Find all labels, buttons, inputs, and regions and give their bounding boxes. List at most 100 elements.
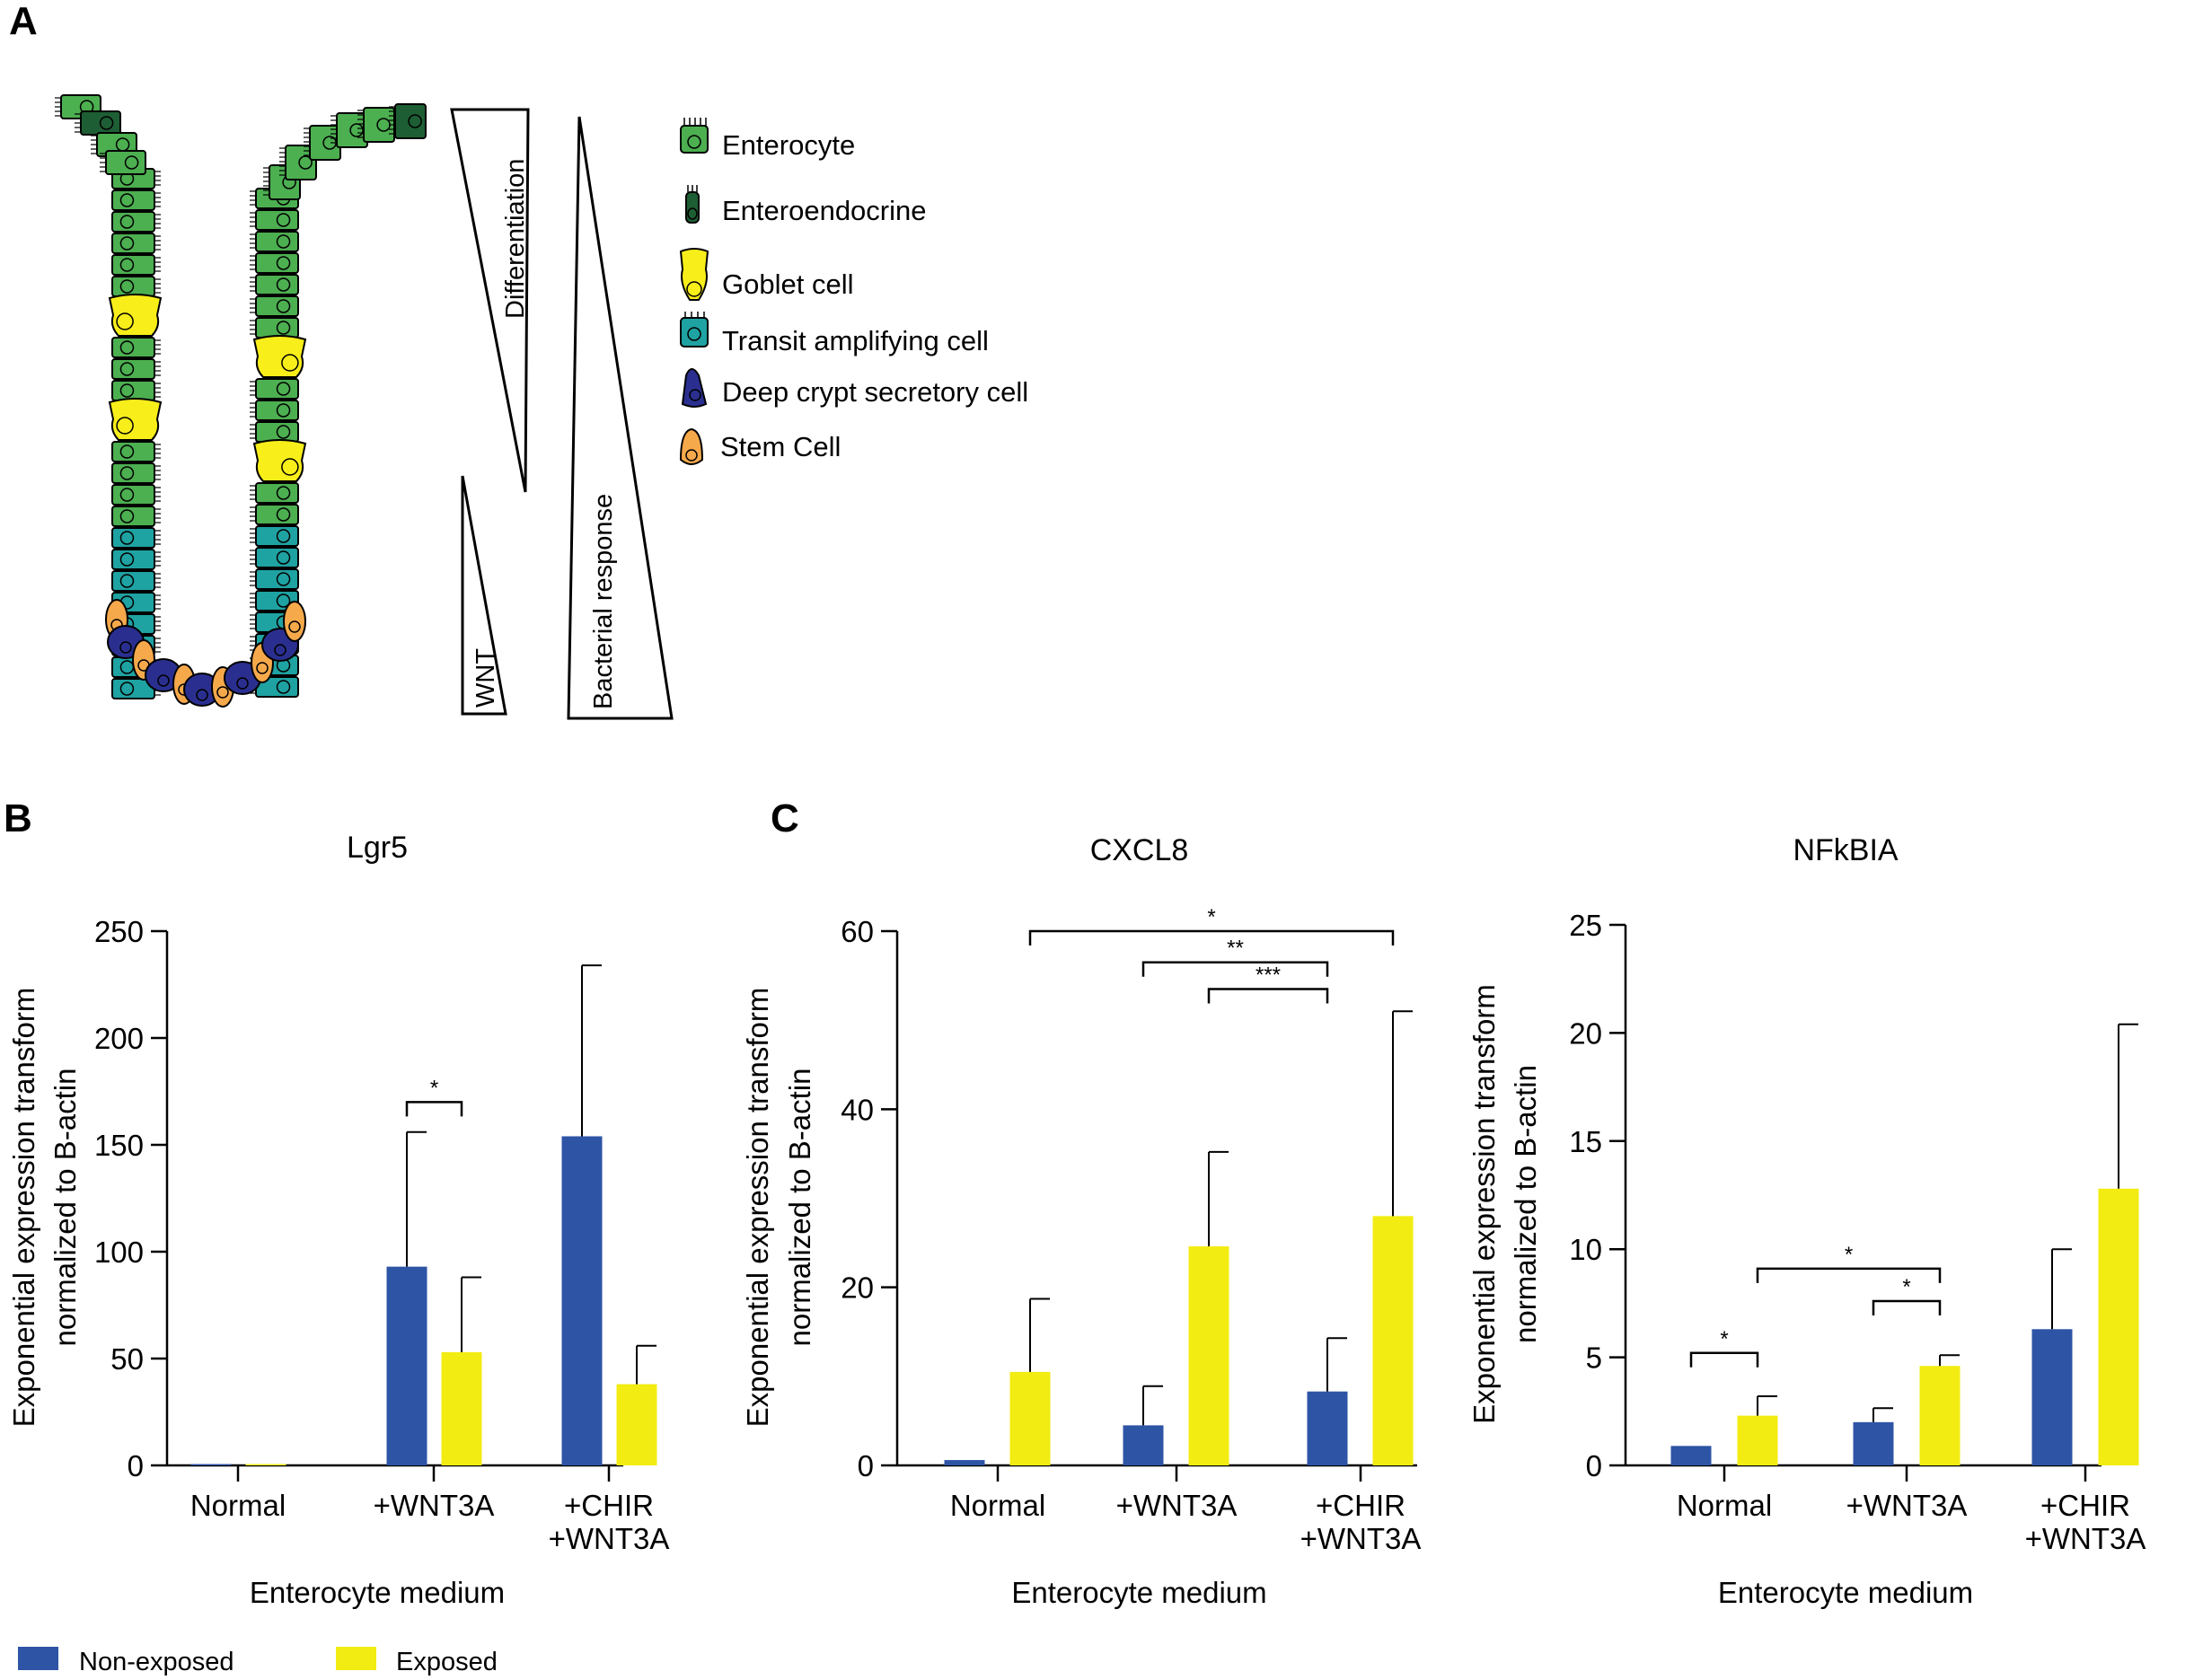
significance-bracket	[1689, 1351, 1759, 1368]
x-tick-label: +CHIR	[1316, 1489, 1405, 1522]
series-legend-item-exposed: Exposed	[336, 1647, 498, 1676]
y-tick-label: 15	[1569, 1125, 1602, 1158]
bar-non-exposed	[190, 1464, 232, 1465]
crypt-stem-cell	[283, 601, 306, 642]
crypt-goblet-cell-right	[252, 335, 307, 378]
y-tick-label: 250	[94, 915, 144, 948]
legend-item-stem-cell: Stem Cell	[679, 427, 841, 465]
series-legend-label-non-exposed: Non-exposed	[79, 1648, 234, 1676]
wnt-label: WNT	[471, 648, 500, 708]
crypt-cell-left	[111, 527, 161, 549]
goblet-cell-icon	[679, 248, 709, 301]
cell-type-legend: Enterocyte Enteroendocrine Goblet cell	[679, 118, 1028, 465]
bar-exposed	[1009, 1371, 1051, 1465]
crypt-cell-right	[250, 317, 299, 339]
crypt-deep-crypt-cell	[183, 673, 221, 707]
crypt-cell-left	[111, 462, 161, 484]
x-tick-label: +CHIR	[564, 1489, 654, 1522]
crypt-cell-right	[250, 252, 299, 274]
series-legend-label-exposed: Exposed	[396, 1648, 498, 1676]
bar-exposed	[441, 1351, 482, 1465]
x-tick-label: Normal	[190, 1489, 286, 1522]
significance-bracket	[1207, 988, 1329, 1004]
y-axis-label: normalized to B-actin	[48, 1069, 82, 1347]
y-tick-label: 20	[1569, 1016, 1602, 1050]
y-tick-label: 200	[94, 1022, 144, 1055]
y-tick-label: 40	[841, 1093, 874, 1126]
significance-bracket	[1141, 961, 1329, 977]
crypt-cell-right	[250, 400, 299, 421]
bar-non-exposed	[386, 1266, 427, 1465]
significance-label: **	[1227, 937, 1244, 961]
crypt-cell-right	[250, 274, 299, 295]
crypt-villus-cell-left	[75, 110, 121, 136]
differentiation-label: Differentiation	[501, 159, 530, 319]
significance-label: ***	[1256, 963, 1281, 987]
crypt-cell-right	[250, 378, 299, 400]
x-axis-label: Enterocyte medium	[1011, 1576, 1266, 1609]
crypt-villus-cell-right	[330, 112, 368, 148]
y-axis-label: normalized to B-actin	[1509, 1065, 1542, 1343]
crypt-deep-crypt-cell	[145, 658, 182, 692]
significance-label: *	[430, 1076, 438, 1100]
chart-title: CXCL8	[1090, 833, 1189, 867]
crypt-cell-left	[111, 358, 161, 380]
crypt-cell-left	[111, 484, 161, 506]
x-tick-label: +WNT3A	[1846, 1489, 1968, 1522]
crypt-cell-right	[250, 568, 299, 590]
bar-non-exposed	[561, 1136, 603, 1465]
y-tick-label: 0	[1586, 1449, 1602, 1482]
y-tick-label: 50	[110, 1342, 144, 1376]
x-tick-label: +WNT3A	[1116, 1489, 1238, 1522]
crypt-cell-left	[111, 254, 161, 276]
crypt-cell-right	[250, 525, 299, 547]
bar-non-exposed	[1123, 1425, 1164, 1465]
bar-exposed	[1372, 1216, 1414, 1465]
crypt-cell-left	[111, 337, 161, 358]
y-tick-label: 0	[128, 1449, 144, 1482]
significance-label: *	[1207, 905, 1215, 929]
crypt-cell-left	[111, 441, 161, 462]
bar-exposed	[1737, 1415, 1778, 1465]
significance-label: *	[1845, 1243, 1853, 1267]
bar-non-exposed	[1307, 1391, 1348, 1465]
y-axis-label: Exponential expression transform	[741, 988, 774, 1428]
legend-label-deep-crypt-secretory-cell: Deep crypt secretory cell	[722, 376, 1028, 408]
y-tick-label: 25	[1569, 909, 1602, 942]
stem-cell-icon	[679, 427, 704, 465]
crypt-cell-right	[250, 231, 299, 252]
series-legend-swatch-exposed	[336, 1647, 376, 1670]
y-tick-label: 100	[94, 1236, 144, 1269]
x-tick-label: +WNT3A	[549, 1522, 670, 1555]
y-tick-label: 5	[1586, 1341, 1602, 1375]
legend-item-enterocyte: Enterocyte	[680, 118, 855, 161]
y-tick-label: 20	[841, 1271, 874, 1305]
crypt-cell-right	[250, 421, 299, 443]
legend-label-enterocyte: Enterocyte	[722, 129, 855, 161]
wnt-gradient: WNT	[461, 475, 507, 716]
crypt-cell-right	[250, 504, 299, 525]
y-tick-label: 60	[841, 915, 874, 948]
legend-label-transit-amplifying-cell: Transit amplifying cell	[722, 325, 989, 356]
crypt-villus-cell-left	[100, 150, 146, 175]
bar-exposed	[245, 1464, 286, 1465]
legend-item-transit-amplifying-cell: Transit amplifying cell	[680, 312, 989, 356]
legend-item-deep-crypt-secretory-cell: Deep crypt secretory cell	[681, 368, 1028, 408]
x-axis-label: Enterocyte medium	[250, 1576, 505, 1609]
crypt-cell-left	[111, 189, 161, 211]
crypt-cell-left	[111, 276, 161, 297]
bar-non-exposed	[1670, 1446, 1712, 1465]
crypt-cell-left	[111, 678, 161, 699]
chart-title: Lgr5	[347, 831, 408, 865]
crypt-cell-left	[111, 211, 161, 233]
crypt-cell-left	[111, 570, 161, 592]
series-legend: Non-exposed Exposed	[18, 1647, 498, 1676]
y-tick-label: 10	[1569, 1233, 1602, 1266]
bar-exposed	[616, 1384, 657, 1465]
crypt-cell-right	[250, 295, 299, 317]
panel-letter-a: A	[9, 0, 38, 43]
x-tick-label: Normal	[1677, 1489, 1772, 1522]
bar-exposed	[2098, 1188, 2139, 1465]
crypt-cell-right	[250, 547, 299, 568]
